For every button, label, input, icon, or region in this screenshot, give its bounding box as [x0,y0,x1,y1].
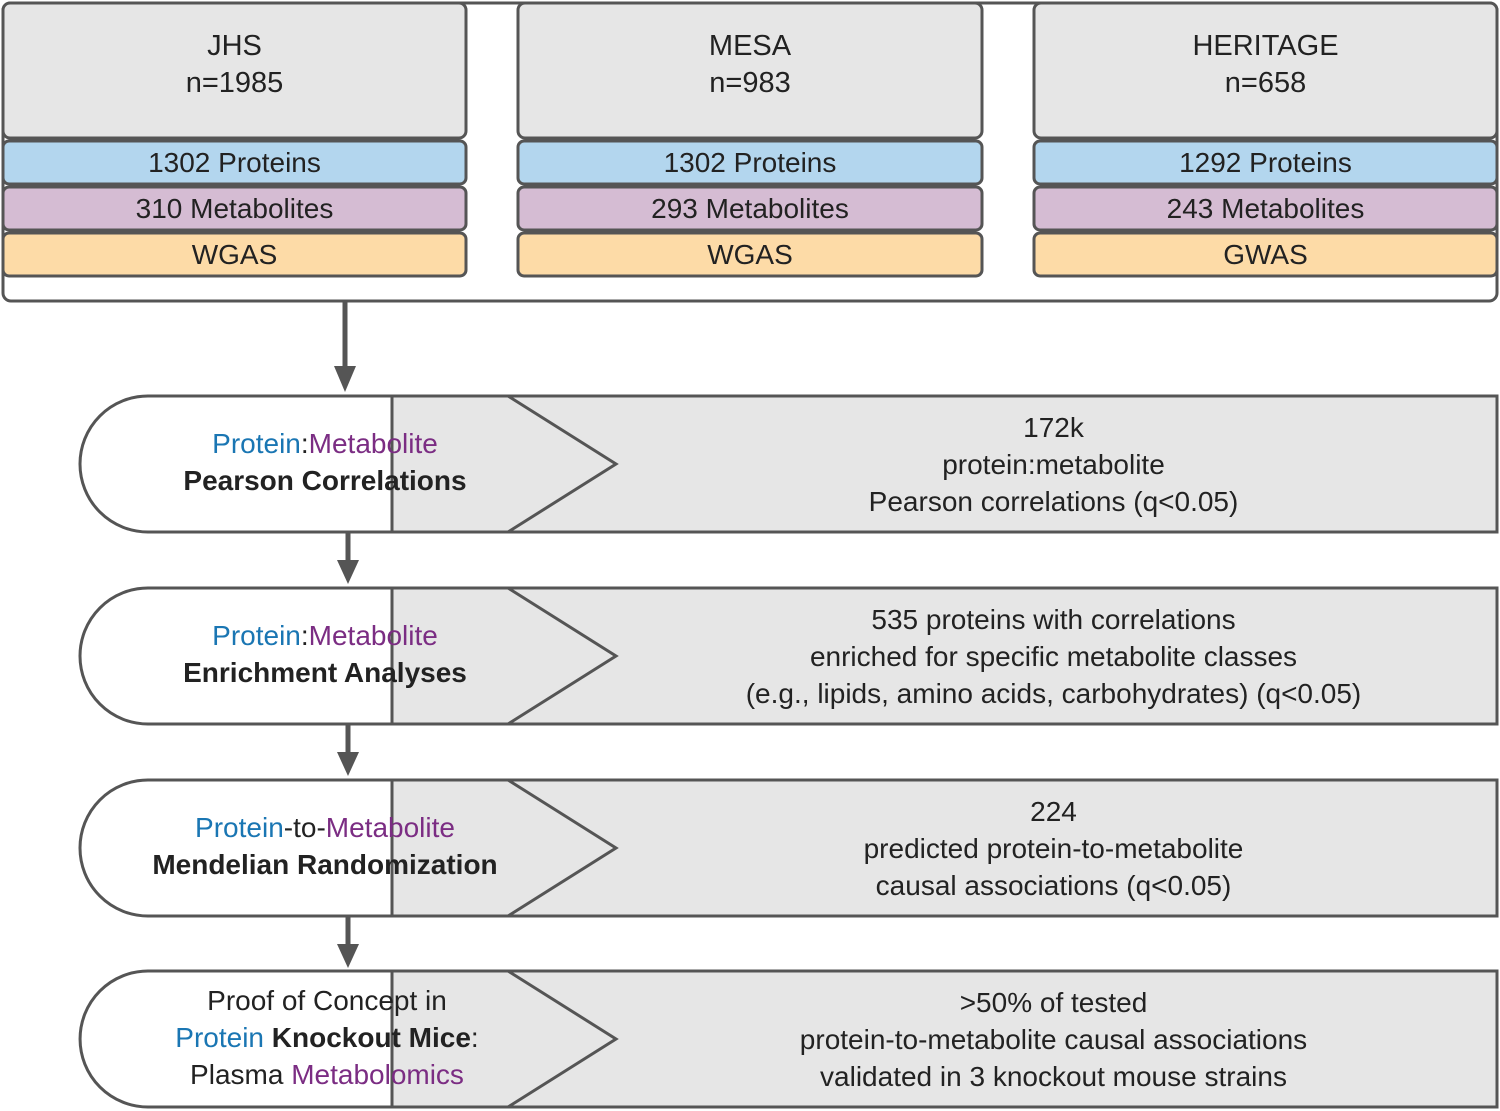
stage-2-metabolite-word: Metabolite [308,620,438,651]
flow-arrowhead-3 [337,752,359,776]
cohort-mesa-metabolites: 293 Metabolites [651,193,849,224]
stage-1-protein-word: Protein [212,428,301,459]
stage-4-label-line-1: Proof of Concept in [207,985,447,1016]
stage-1-separator: : [300,428,309,459]
cohort-jhs-name: JHS [207,30,262,62]
cohort-heritage-title: HERITAGE n=658 [1034,28,1497,102]
stage-4-result-line-1: >50% of tested [959,987,1148,1018]
stage-1-result-line-1: 172k [1023,412,1084,443]
stage-1-result-line-3: Pearson correlations (q<0.05) [868,486,1239,517]
cohort-mesa-title: MESA n=983 [518,28,982,102]
stage-2-result: 535 proteins with correlations enriched … [610,601,1497,712]
stage-2-title: Enrichment Analyses [183,657,467,688]
stage-4-metabolite-word: Metabolomics [291,1059,464,1090]
stage-3-label: Protein-to-Metabolite Mendelian Randomiz… [90,809,560,883]
stage-1-label: Protein:Metabolite Pearson Correlations [90,425,560,499]
stage-4-plain-word: Plasma [190,1059,284,1090]
stage-3-shapes [78,778,1499,918]
stage-4-colon: : [470,1022,479,1053]
stage-2-shapes [78,586,1499,726]
cohort-heritage-metabolites: 243 Metabolites [1166,193,1365,224]
stage-3-title: Mendelian Randomization [152,849,498,880]
stage-3-result-line-1: 224 [1030,796,1077,827]
stage-4-result-line-2: protein-to-metabolite causal association… [799,1024,1308,1055]
stage-3-result-line-2: predicted protein-to-metabolite [863,833,1244,864]
stage-4-protein-word: Protein [175,1022,264,1053]
cohort-mesa-box [516,1,984,278]
stage-2-result-line-3: (e.g., lipids, amino acids, carbohydrate… [745,678,1362,709]
stage-3-result-line-3: causal associations (q<0.05) [875,870,1232,901]
stage-3-metabolite-word: Metabolite [325,812,455,843]
cohort-heritage-name: HERITAGE [1192,30,1339,62]
stage-1-metabolite-word: Metabolite [308,428,438,459]
stage-4-result-line-3: validated in 3 knockout mouse strains [820,1061,1287,1092]
stage-2-result-line-2: enriched for specific metabolite classes [809,641,1298,672]
cohort-heritage-box [1032,1,1499,278]
cohort-mesa-n: n=983 [709,67,791,99]
cohort-mesa-name: MESA [708,30,792,62]
stage-4-bold-text: Knockout Mice [271,1022,471,1053]
cohort-jhs-box [1,1,468,278]
cohort-jhs-title: JHS n=1985 [3,28,466,102]
stage-4-shapes [78,969,1499,1109]
stage-2-result-line-1: 535 proteins with correlations [871,604,1236,635]
stage-1-result-line-2: protein:metabolite [942,449,1165,480]
cohort-jhs-n: n=1985 [185,67,284,99]
cohort-jhs-metabolites: 310 Metabolites [135,193,334,224]
stage-3-result: 224 predicted protein-to-metabolite caus… [610,793,1497,904]
stage-4-label: Proof of Concept in Protein Knockout Mic… [82,982,572,1093]
cohort-mesa-genetics: WGAS [707,239,793,270]
stage-1-shapes [78,394,1499,534]
cohort-heritage-proteins: 1292 Proteins [1179,147,1352,178]
stage-2-protein-word: Protein [212,620,301,651]
cohort-mesa-proteins: 1302 Proteins [663,147,837,178]
cohort-jhs-genetics: WGAS [191,239,278,270]
cohort-heritage-n: n=658 [1224,67,1307,99]
stage-3-separator: -to- [283,812,326,843]
cohort-heritage-genetics: GWAS [1223,239,1308,270]
flow-arrowhead-2 [337,560,359,584]
stage-1-result: 172k protein:metabolite Pearson correlat… [610,409,1497,520]
stage-4-result: >50% of tested protein-to-metabolite cau… [610,984,1497,1095]
flow-arrowhead-4 [337,944,359,968]
flow-arrowhead-1 [334,366,356,392]
stage-2-label: Protein:Metabolite Enrichment Analyses [90,617,560,691]
stage-1-title: Pearson Correlations [183,465,467,496]
cohort-jhs-proteins: 1302 Proteins [148,147,321,178]
stage-3-protein-word: Protein [195,812,284,843]
stage-2-separator: : [300,620,309,651]
